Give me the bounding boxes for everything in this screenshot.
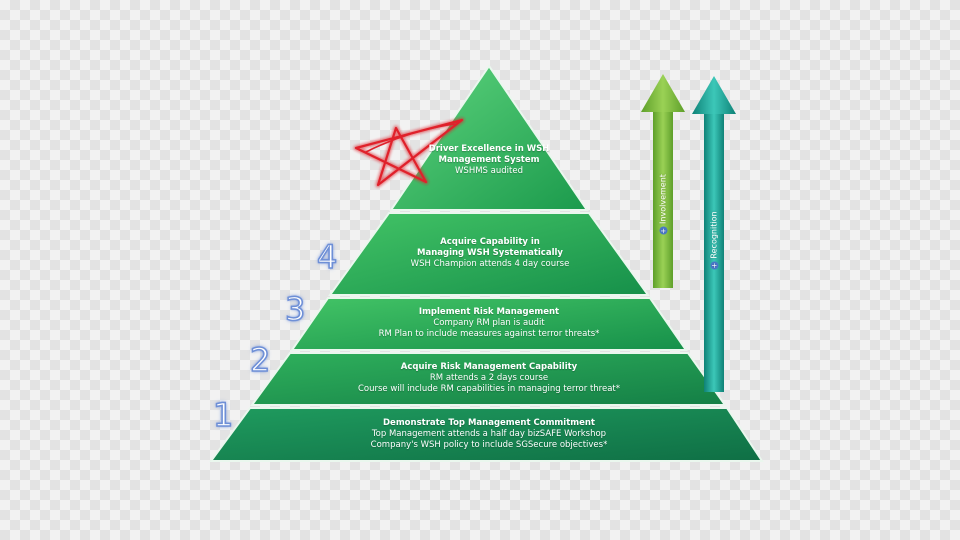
- pyramid: [209, 64, 764, 462]
- recognition-arrow: [692, 76, 736, 392]
- plus-circle-icon: +: [710, 261, 718, 270]
- tier-2-line-1: RM attends a 2 days course: [429, 373, 549, 383]
- tier-4-line-2: WSH Champion attends 4 day course: [410, 259, 570, 269]
- level-number-3: 3: [284, 290, 306, 328]
- tier-4-text: Acquire Capability in Managing WSH Syste…: [380, 237, 600, 270]
- tier-3-text: Implement Risk Management Company RM pla…: [330, 307, 648, 340]
- tier-2-text: Acquire Risk Management Capability RM at…: [300, 362, 678, 395]
- tier-5-line-1: Management System: [438, 155, 540, 165]
- tier-1-line-1: Top Management attends a half day bizSAF…: [371, 429, 607, 439]
- tier-3-shape: [290, 297, 688, 351]
- tier-5-shape: [389, 64, 589, 211]
- level-number-4: 4: [316, 238, 338, 276]
- recognition-text: Recognition: [709, 211, 719, 259]
- tier-4-title: Acquire Capability in: [440, 237, 540, 247]
- level-number-1: 1: [212, 396, 234, 434]
- tier-5-title: Driver Excellence in WSH: [428, 144, 550, 154]
- tier-2-title: Acquire Risk Management Capability: [400, 362, 578, 372]
- tier-1-text: Demonstrate Top Management Commitment To…: [266, 418, 712, 451]
- involvement-label: + Involvement: [659, 165, 668, 245]
- involvement-text: Involvement: [658, 174, 668, 224]
- tier-1-line-2: Company's WSH policy to include SGSecure…: [370, 440, 608, 450]
- star-scribble-icon: [353, 117, 465, 188]
- tier-3-title: Implement Risk Management: [418, 307, 560, 317]
- tier-4-shape: [328, 212, 650, 296]
- tier-3-line-2: RM Plan to include measures against terr…: [378, 329, 600, 339]
- tier-1-title: Demonstrate Top Management Commitment: [383, 418, 595, 428]
- tier-3-line-1: Company RM plan is audit: [433, 318, 545, 328]
- tier-5-text: Driver Excellence in WSH Management Syst…: [409, 144, 569, 177]
- involvement-arrow: [641, 74, 685, 288]
- level-number-2: 2: [249, 341, 271, 379]
- recognition-label: + Recognition: [710, 201, 719, 281]
- tier-4-line-1: Managing WSH Systematically: [417, 248, 563, 258]
- tier-1-shape: [209, 407, 764, 462]
- plus-circle-icon: +: [659, 226, 667, 235]
- tier-5-line-2: WSHMS audited: [455, 166, 523, 176]
- tier-2-line-2: Course will include RM capabilities in m…: [357, 384, 620, 394]
- tier-2-shape: [250, 352, 727, 406]
